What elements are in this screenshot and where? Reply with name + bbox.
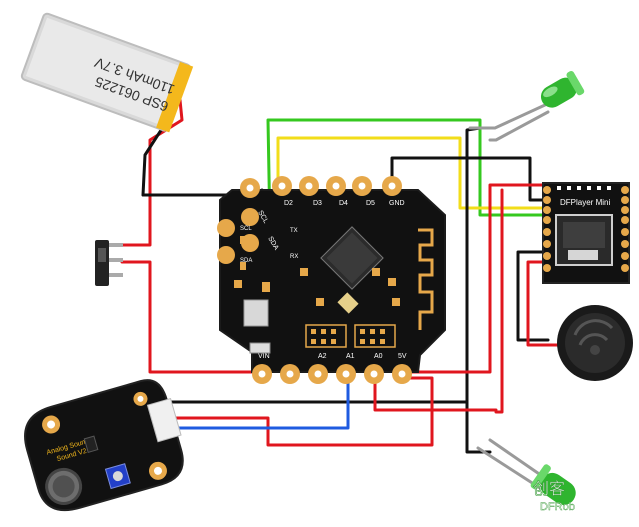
watermark: 创客 DFRob: [533, 480, 575, 514]
wire-sensor-red: [158, 376, 434, 447]
dfplayer-mini: DFPlayer Mini: [542, 182, 630, 284]
controller-board: SCL SDA D2 D3 D4 D5 GND SCL SDA TX RX VI…: [217, 176, 446, 384]
pin-label-bottom-0: VIN: [258, 353, 270, 360]
led-top-legs: [468, 103, 547, 130]
antenna-trace: [418, 228, 434, 330]
wire-red-led: [373, 373, 498, 412]
pin-label-bottom-4: 5V: [398, 353, 407, 360]
pin-label-left-3: RX: [290, 254, 298, 260]
lipo-battery: 6SP 061225 110mAh 3.7V: [20, 12, 194, 133]
pin-label-bottom-2: A1: [346, 353, 355, 360]
led-green-bottom: [530, 464, 576, 505]
wire-black-dfplayer-low: [516, 250, 550, 342]
dfplayer-pins-left: [543, 186, 551, 272]
wire-gnd-dfplayer: [390, 156, 550, 202]
pin-label-left-2: TX: [290, 228, 298, 234]
pin-label-top-4: D4: [339, 200, 348, 207]
led-bottom-legs-2: [476, 446, 542, 490]
dfplayer-pins-right: [621, 186, 629, 272]
pin-label-top-3: D3: [313, 200, 322, 207]
led-top-legs-2: [488, 110, 550, 142]
sensor-connector: [146, 397, 182, 443]
pin-label-top-2: D2: [284, 200, 293, 207]
pin-label-bottom-1: A2: [318, 353, 327, 360]
wire-red-speaker: [526, 260, 562, 347]
crystal: [337, 292, 359, 314]
dfplayer-label: DFPlayer Mini: [560, 198, 610, 207]
wire-red-dfplayer: [403, 183, 550, 374]
watermark-en: DFRob: [540, 501, 575, 513]
regulator: [243, 299, 269, 327]
battery-label-strip: [156, 61, 194, 133]
analog-sound-sensor: Analog Sound Sound V2 A: [24, 379, 192, 512]
header-block-1: [305, 324, 347, 348]
watermark-cn: 创客: [533, 480, 565, 498]
wire-battery-red: [120, 98, 184, 247]
pin-label-left-1: SDA: [240, 258, 252, 264]
sensor-pin-label: A: [183, 437, 192, 448]
diode: [249, 342, 271, 354]
left-pin-pads: [217, 208, 259, 264]
header-block-2: [354, 324, 396, 348]
wire-red-dfplayer-2: [494, 188, 504, 414]
speaker: [557, 305, 633, 381]
led-bottom-legs: [488, 438, 547, 480]
mcu-chip: [320, 226, 384, 290]
pin-label-left-0: SCL: [240, 226, 252, 232]
pin-label-top-6: GND: [389, 200, 405, 207]
smd-pads: [234, 236, 400, 306]
pin-label-top-5: D5: [366, 200, 375, 207]
pin-label-bottom-3: A0: [374, 353, 383, 360]
wires: [120, 98, 562, 490]
wire-sensor-blue: [158, 373, 350, 430]
slide-switch: [95, 240, 123, 286]
led-green-top: [540, 70, 585, 108]
wire-switch-vin: [120, 260, 264, 374]
